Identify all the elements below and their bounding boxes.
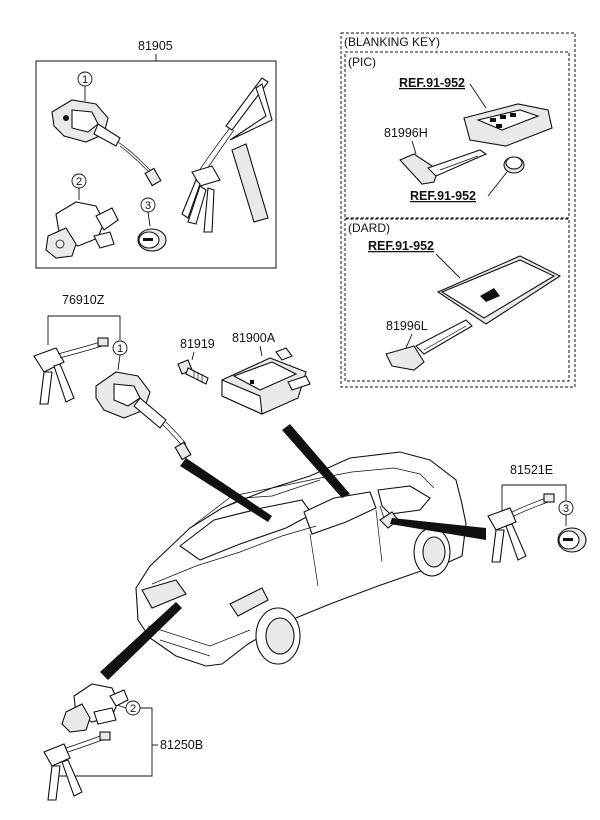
svg-text:3: 3 xyxy=(145,200,151,212)
key-set-top xyxy=(181,77,273,233)
svg-text:1: 1 xyxy=(117,343,123,355)
trunk-key-blade xyxy=(487,493,555,563)
ref-pic-top[interactable]: REF.91-952 xyxy=(399,76,465,90)
part-number-81250B: 81250B xyxy=(160,738,203,752)
callout-3-set: 3 xyxy=(140,197,156,227)
door-key-blade xyxy=(33,337,109,405)
part-number-81996H: 81996H xyxy=(384,126,428,140)
arrow-trunk-to-car xyxy=(390,518,486,540)
bolt-81919 xyxy=(177,359,209,385)
lock-cap-set xyxy=(137,228,167,252)
arrow-module-to-car xyxy=(282,424,350,498)
module-81900A xyxy=(221,347,311,415)
tailgate-key-blade xyxy=(43,731,111,801)
part-number-81521E: 81521E xyxy=(510,463,553,477)
svg-text:3: 3 xyxy=(563,503,569,515)
callout-1-set: 1 xyxy=(77,71,93,101)
blank-key-dard xyxy=(385,319,473,371)
blank-key-pic xyxy=(399,149,488,185)
car-illustration xyxy=(135,451,467,667)
ref-dard[interactable]: REF.91-952 xyxy=(368,239,434,253)
arrow-door-to-car xyxy=(180,458,272,522)
tailgate-lock xyxy=(61,683,129,733)
blanking-key-title: (BLANKING KEY) xyxy=(344,35,440,49)
set-81905-box xyxy=(35,60,277,269)
smart-key-fob xyxy=(463,103,553,147)
svg-text:2: 2 xyxy=(76,176,82,188)
part-number-76910Z: 76910Z xyxy=(62,293,105,307)
callout-2-set: 2 xyxy=(71,173,87,200)
blanking-key-box xyxy=(340,32,576,388)
part-number-81905: 81905 xyxy=(138,39,173,53)
part-number-81919: 81919 xyxy=(180,337,215,351)
pic-box xyxy=(344,51,570,219)
callout-3-trunk: 3 xyxy=(558,500,574,526)
trunk-lock-cap xyxy=(557,527,587,553)
tailgate-lock-set xyxy=(45,201,119,259)
door-lock-cylinder xyxy=(95,371,192,461)
svg-text:1: 1 xyxy=(82,74,88,86)
svg-text:2: 2 xyxy=(130,703,136,715)
battery-coin xyxy=(503,156,525,174)
arrow-tailgate-to-car xyxy=(100,602,182,680)
pic-title: (PIC) xyxy=(348,55,376,69)
key-cylinder-set xyxy=(51,99,162,187)
callout-1-door: 1 xyxy=(112,340,128,371)
key-card xyxy=(436,255,562,325)
dard-title: (DARD) xyxy=(348,221,390,235)
part-number-81900A: 81900A xyxy=(232,331,276,345)
dard-box xyxy=(344,218,570,382)
part-number-81996L: 81996L xyxy=(386,319,428,333)
ref-pic-bottom[interactable]: REF.91-952 xyxy=(410,189,476,203)
